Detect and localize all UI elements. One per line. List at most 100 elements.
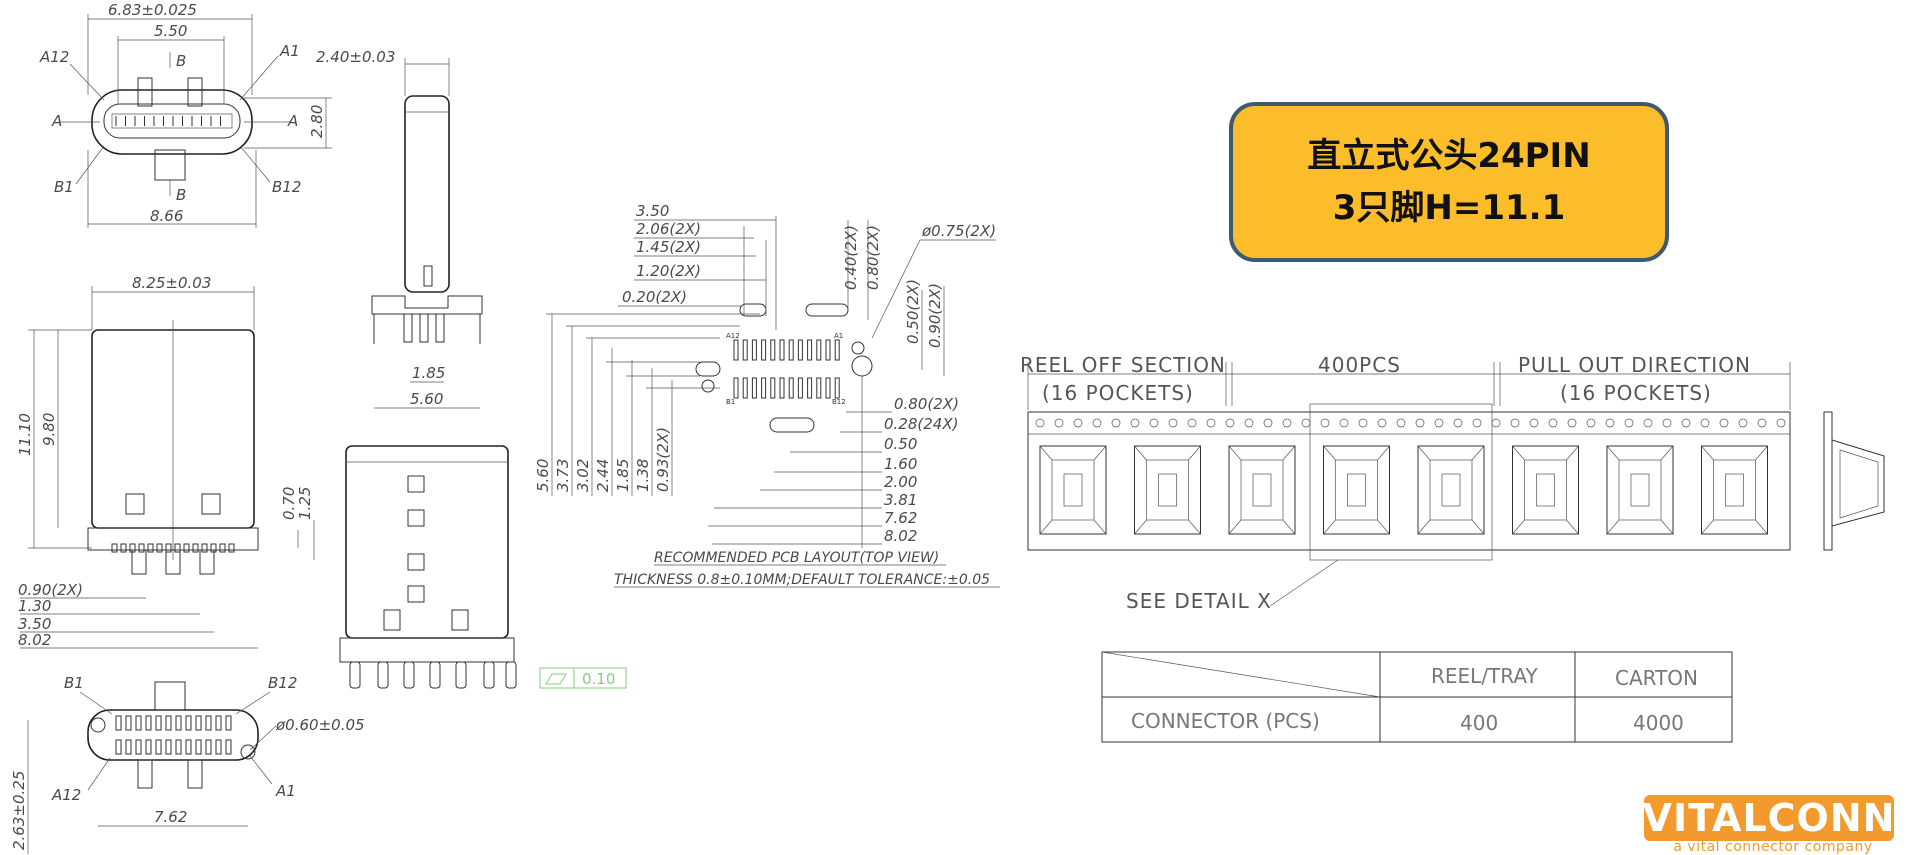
pcb-dim-138: 1.38 bbox=[634, 459, 652, 492]
bottom-pin-top bbox=[225, 715, 232, 731]
sprocket-hole bbox=[1130, 418, 1140, 428]
rear-slot bbox=[407, 553, 425, 571]
pocket-part bbox=[1536, 473, 1555, 507]
pocket-corner bbox=[1377, 445, 1390, 461]
pcb-pad-bottom bbox=[779, 377, 785, 399]
main-pin bbox=[192, 543, 199, 553]
dim-main-802: 8.02 bbox=[18, 631, 51, 649]
front-tab-right bbox=[187, 77, 203, 107]
table-header-reel: REEL/TRAY bbox=[1431, 664, 1538, 688]
sprocket-hole bbox=[1624, 418, 1634, 428]
pull-out-pockets: (16 POCKETS) bbox=[1560, 381, 1712, 405]
bottom-pin-bottom bbox=[125, 739, 132, 755]
pcb-dim-560: 5.60 bbox=[534, 459, 552, 492]
pin-label-a12: A12 bbox=[51, 786, 81, 804]
table-header-carton: CARTON bbox=[1615, 666, 1698, 690]
reel-end-connector bbox=[1831, 439, 1885, 527]
bottom-pin-bottom bbox=[195, 739, 202, 755]
leader-a12 bbox=[69, 63, 105, 101]
sprocket-hole bbox=[1073, 418, 1083, 428]
rear-leg bbox=[455, 661, 467, 689]
sprocket-hole bbox=[1453, 418, 1463, 428]
pcb-dim-028: 0.28(24X) bbox=[884, 415, 958, 433]
dim-main-350: 3.50 bbox=[18, 615, 51, 633]
sprocket-hole bbox=[1510, 418, 1520, 428]
pcb-dim-302: 3.02 bbox=[574, 459, 592, 492]
dim-bottom-263: 2.63±0.25 bbox=[10, 771, 28, 850]
pocket-corner bbox=[1093, 519, 1107, 535]
front-tongue bbox=[111, 113, 233, 129]
main-pin bbox=[201, 543, 208, 553]
pocket-corner bbox=[1282, 519, 1296, 535]
dim-main-090: 0.90(2X) bbox=[18, 581, 83, 599]
side-flange bbox=[371, 295, 483, 315]
main-pin bbox=[111, 543, 118, 553]
table-diagonal bbox=[1101, 651, 1381, 698]
pocket-corner bbox=[1471, 445, 1485, 461]
pin-label-b12: B12 bbox=[268, 674, 297, 692]
sprocket-hole bbox=[1111, 418, 1121, 428]
bottom-pin-top bbox=[125, 715, 132, 731]
pcb-dim-120: 1.20(2X) bbox=[636, 262, 701, 280]
see-detail-x: SEE DETAIL X bbox=[1126, 589, 1272, 613]
bottom-shell bbox=[87, 709, 259, 761]
pcb-pad-top bbox=[825, 339, 831, 361]
logo-wordmark: VITALCONN bbox=[1642, 795, 1896, 841]
title-line-2: 3只脚H=11.1 bbox=[1332, 188, 1566, 228]
main-pin bbox=[147, 543, 154, 553]
leader-b12 bbox=[239, 145, 271, 183]
dim-main-070: 0.70 bbox=[280, 487, 298, 520]
pcb-pad-bottom bbox=[761, 377, 767, 399]
pocket-corner bbox=[1228, 519, 1242, 535]
side-pin bbox=[435, 313, 445, 343]
sprocket-hole bbox=[1415, 418, 1425, 428]
rear-view: 0.10 bbox=[339, 445, 627, 689]
rear-leg bbox=[429, 661, 441, 689]
pocket-outline bbox=[1228, 445, 1296, 535]
pocket-part bbox=[1063, 473, 1083, 507]
pcb-pad-top bbox=[770, 339, 776, 361]
pcb-pad-bottom bbox=[751, 377, 757, 399]
pcb-pad-bottom bbox=[742, 377, 748, 399]
pocket-corner bbox=[1566, 519, 1579, 535]
sprocket-hole bbox=[1377, 418, 1387, 428]
pcb-dim-040: 0.40(2X) bbox=[842, 225, 860, 290]
main-pin bbox=[156, 543, 163, 553]
pcb-pad-top bbox=[816, 339, 822, 361]
leader-b12 bbox=[235, 691, 271, 715]
leader-075 bbox=[871, 239, 921, 339]
leader-a12 bbox=[87, 757, 111, 791]
bottom-hole-left bbox=[90, 717, 106, 733]
rear-flange bbox=[339, 637, 515, 663]
bottom-pin-top bbox=[185, 715, 192, 731]
bottom-tab-right bbox=[187, 759, 203, 789]
main-leg-center bbox=[165, 549, 181, 575]
pcb-dim-090v: 0.90(2X) bbox=[926, 283, 944, 348]
pin-label-a12: A12 bbox=[39, 48, 69, 66]
pcb-hole-right bbox=[851, 355, 873, 377]
packing-table: REEL/TRAY CARTON CONNECTOR (PCS) 400 400… bbox=[1101, 651, 1733, 743]
pcb-dim-244: 2.44 bbox=[594, 459, 612, 492]
pocket-corner bbox=[1471, 519, 1485, 535]
pocket-corner bbox=[1377, 519, 1390, 535]
main-window-right bbox=[201, 493, 221, 515]
pocket-corner bbox=[1755, 445, 1768, 461]
sprocket-hole bbox=[1396, 418, 1406, 428]
sprocket-hole bbox=[1548, 418, 1558, 428]
rear-leg bbox=[505, 661, 517, 689]
flatness-symbol-box bbox=[539, 667, 575, 689]
main-view: 8.25±0.03 11.10 9.80 0.70 1.25 0.90(2X) … bbox=[16, 274, 315, 649]
bottom-pin-bottom bbox=[155, 739, 162, 755]
pin-label-a1: A1 bbox=[275, 782, 296, 800]
pocket-corner bbox=[1039, 519, 1053, 535]
dim-main-130: 1.30 bbox=[18, 597, 51, 615]
rear-leg bbox=[403, 661, 415, 689]
bottom-pin-top bbox=[155, 715, 162, 731]
pcb-dim-185: 1.85 bbox=[614, 459, 632, 492]
main-pin bbox=[165, 543, 172, 553]
pcb-pad-top bbox=[807, 339, 813, 361]
pcb-dim-020: 0.20(2X) bbox=[622, 288, 687, 306]
pocket-outline bbox=[1323, 445, 1390, 535]
pcb-thickness-note: THICKNESS 0.8±0.10MM;DEFAULT TOLERANCE:±… bbox=[614, 572, 990, 588]
